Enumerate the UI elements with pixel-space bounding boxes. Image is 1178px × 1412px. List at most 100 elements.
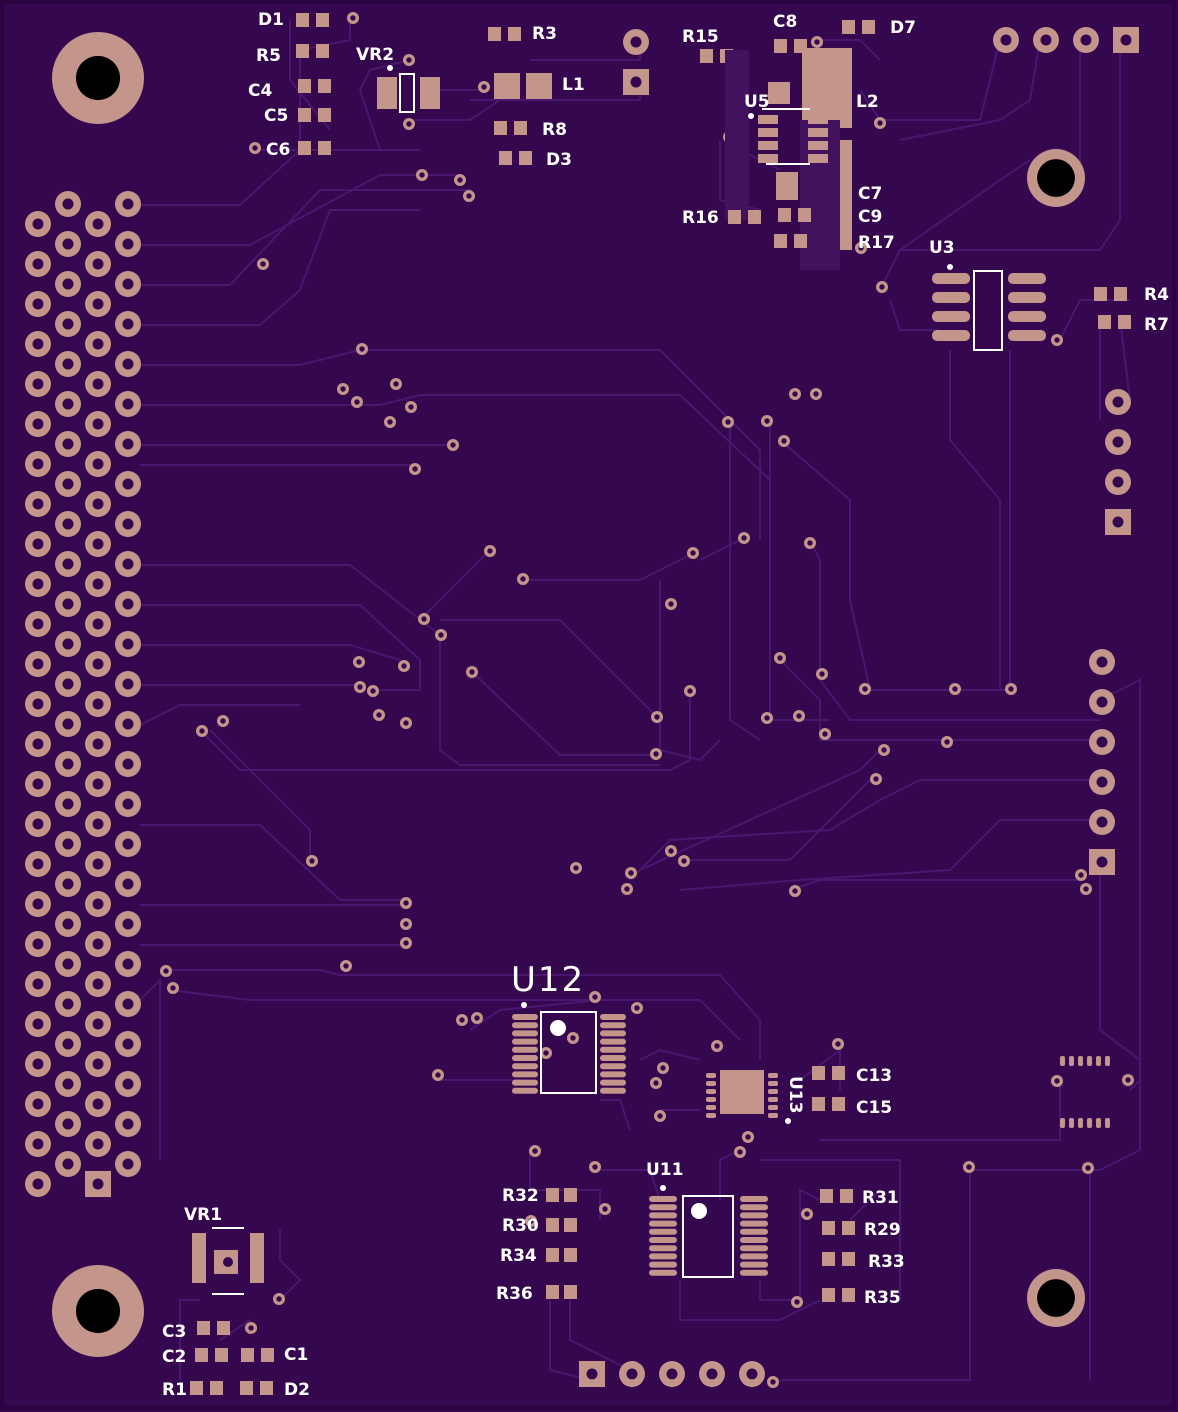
via-drill [573,865,579,871]
pad-drill [32,1098,44,1110]
pin1-dot [387,65,393,71]
pad-drill [62,1118,74,1130]
pad-drill [92,458,104,470]
ref-label-u13: U13 [785,1076,805,1113]
via-drill [1054,1078,1060,1084]
ref-label-r16: R16 [682,208,719,228]
via-drill [357,684,363,690]
via-drill [777,655,783,661]
smd-pad [197,1321,210,1335]
pad-drill [122,798,134,810]
smd-pad [494,121,507,135]
pad-drill [122,238,134,250]
pad-drill [32,1058,44,1070]
via-drill [952,686,958,692]
pad-drill [223,1257,233,1267]
smd-pad [564,1188,577,1202]
via-drill [634,1005,640,1011]
via-drill [248,1325,254,1331]
ref-label-r36: R36 [496,1284,533,1304]
smd-pad [519,151,532,165]
ref-label-d3: D3 [546,150,572,170]
pad-drill [62,758,74,770]
ref-label-c13: C13 [856,1066,892,1086]
tssop-pad [740,1253,768,1260]
pad-drill [92,418,104,430]
ref-label-l1: L1 [562,75,585,95]
pad-drill [32,698,44,710]
tssop-pad [740,1196,768,1202]
smd-pad [842,1221,855,1235]
pad-drill [62,558,74,570]
tssop-pad [512,1079,538,1086]
ref-label-vr1: VR1 [184,1205,222,1225]
qfn-pin [706,1113,716,1118]
via-drill [741,535,747,541]
via-drill [570,1035,576,1041]
pad-drill [666,1368,678,1380]
tssop-pad [649,1196,677,1202]
via-drill [764,418,770,424]
via-drill [792,888,798,894]
pad-drill [32,1178,44,1190]
tssop-pad [600,1038,626,1045]
pad-drill [32,858,44,870]
via-drill [1078,872,1084,878]
pad-drill [122,998,134,1010]
via-drill [487,548,493,554]
via-drill [687,688,693,694]
via-drill [624,886,630,892]
via-drill [654,714,660,720]
pad-drill [1096,736,1108,748]
smd-pad [240,1381,253,1395]
via-drill [387,419,393,425]
smd-pad [318,79,331,93]
pad-drill [122,1158,134,1170]
tssop-pad [740,1204,768,1211]
tssop-pad [649,1204,677,1211]
via-drill [714,1043,720,1049]
via-drill [421,616,427,622]
smd-pad [700,49,713,63]
ref-label-u11: U11 [646,1160,683,1180]
via-drill [794,1299,800,1305]
pad-drill [62,798,74,810]
qfn-pin [1060,1056,1065,1066]
qfn-pin [706,1073,716,1078]
smd-pad [261,1348,274,1362]
pad-drill [122,198,134,210]
tssop-pad [512,1038,538,1045]
pad-drill [92,578,104,590]
smd-pad [546,1285,559,1299]
smd-pad [840,1189,853,1203]
via-drill [835,1041,841,1047]
pad-drill [122,278,134,290]
pad-drill [92,538,104,550]
smd-pad [808,128,828,137]
pad-drill [32,658,44,670]
pad-drill [1096,696,1108,708]
tssop-pad [649,1212,677,1219]
pad-drill [626,1368,638,1380]
pad-drill [706,1368,718,1380]
smd-pad [318,141,331,155]
pad-drill [630,76,642,88]
qfn-pin [706,1105,716,1110]
via-drill [528,1218,534,1224]
pad-drill [122,1078,134,1090]
pad-drill [92,938,104,950]
via-drill [814,39,820,45]
via-drill [356,659,362,665]
via-drill [653,751,659,757]
pad-drill [122,518,134,530]
smd-pad [215,1348,228,1362]
qfn-pin [706,1081,716,1086]
ref-label-r1: R1 [162,1380,187,1400]
via-drill [408,404,414,410]
pad-drill [62,478,74,490]
via-drill [276,1296,282,1302]
qfn-pin [768,1081,778,1086]
qfn-pin [1087,1118,1092,1128]
smd-pad [318,108,331,122]
tssop-pad [649,1245,677,1252]
